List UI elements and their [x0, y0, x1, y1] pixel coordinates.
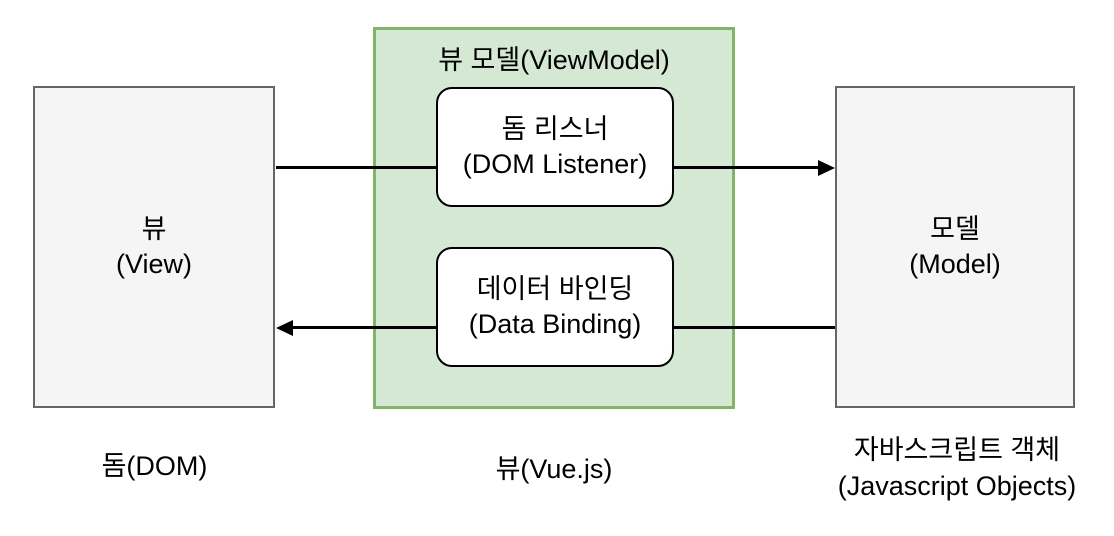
dom-caption: 돔(DOM) [101, 451, 208, 481]
data-binding-line1: 데이터 바인딩 [476, 274, 634, 304]
data-binding-line2: (Data Binding) [468, 309, 642, 339]
view-box: 뷰 (View) [33, 86, 275, 408]
arrow-left-head-icon [276, 319, 293, 336]
arrow-right-head-icon [818, 159, 835, 176]
javascript-objects-caption-line1: 자바스크립트 객체 [853, 435, 1061, 465]
view-label-line1: 뷰 [141, 214, 167, 244]
dom-listener-node: 돔 리스너 (DOM Listener) [436, 87, 674, 207]
dom-listener-line1: 돔 리스너 [501, 114, 609, 144]
view-label: 뷰 (View) [116, 212, 192, 282]
vue-caption: 뷰(Vue.js) [495, 454, 613, 484]
model-label-line1: 모델 [930, 214, 980, 244]
data-binding-node: 데이터 바인딩 (Data Binding) [436, 247, 674, 367]
viewmodel-label: 뷰 모델(ViewModel) [438, 45, 670, 75]
model-box: 모델 (Model) [835, 86, 1075, 408]
dom-listener-line2: (DOM Listener) [462, 149, 648, 179]
view-label-line2: (View) [115, 249, 193, 279]
javascript-objects-caption-line2: (Javascript Objects) [837, 471, 1077, 501]
model-label: 모델 (Model) [909, 212, 1001, 282]
model-label-line2: (Model) [909, 249, 1001, 279]
javascript-objects-caption: 자바스크립트 객체 (Javascript Objects) [775, 432, 1114, 504]
